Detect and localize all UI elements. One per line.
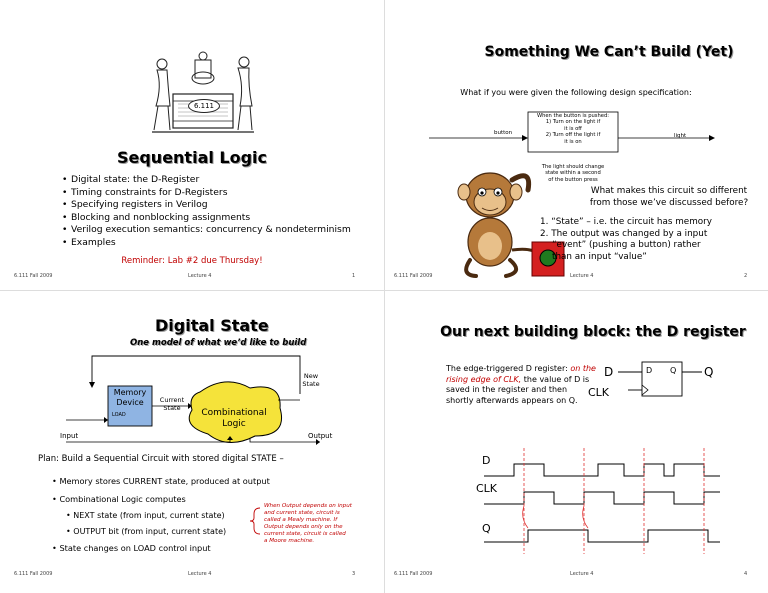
bullet-item: Blocking and nonblocking assignments bbox=[62, 212, 382, 225]
register-d-pin: D bbox=[646, 366, 653, 375]
footer-page: 4 bbox=[744, 571, 748, 577]
bullet-item: Examples bbox=[62, 237, 382, 250]
slide-1-title: Sequential Logic bbox=[116, 148, 268, 167]
comb-logic-label: Combinational Logic bbox=[201, 408, 267, 429]
spec-button-label: button bbox=[494, 130, 513, 136]
slide-4-title: Our next building block: the D register bbox=[440, 324, 746, 340]
footer-page: 2 bbox=[744, 273, 748, 279]
d-register-symbol bbox=[618, 361, 702, 397]
point-next: • NEXT state (from input, current state) bbox=[66, 511, 225, 520]
brace-icon bbox=[249, 507, 261, 535]
q-output-label: Q bbox=[704, 365, 714, 379]
bullet-item: Verilog execution semantics: concurrency… bbox=[62, 224, 382, 237]
spec-timing-note: The light should change state within a s… bbox=[541, 164, 605, 183]
spec-diagram bbox=[429, 111, 715, 153]
point-output: • OUTPUT bit (from input, current state) bbox=[66, 527, 227, 536]
spec-light-label: light bbox=[674, 133, 687, 139]
point-comb: • Combinational Logic computes bbox=[52, 494, 186, 504]
footer-course: 6.111 Fall 2009 bbox=[394, 273, 433, 279]
footer-lecture: Lecture 4 bbox=[188, 571, 212, 577]
footer-course: 6.111 Fall 2009 bbox=[14, 571, 53, 577]
footer-lecture: Lecture 4 bbox=[570, 571, 594, 577]
footer-lecture: Lecture 4 bbox=[188, 273, 212, 279]
footer-page: 1 bbox=[352, 273, 356, 279]
plan-text: Plan: Build a Sequential Circuit with st… bbox=[38, 454, 284, 464]
wave-d-label: D bbox=[482, 454, 491, 467]
slide-3: Digital State One model of what we’d lik… bbox=[0, 296, 384, 593]
footer-course: 6.111 Fall 2009 bbox=[394, 571, 433, 577]
logo-number: 6.111 bbox=[188, 99, 220, 113]
timing-diagram bbox=[484, 448, 720, 554]
mit-seal-logo-icon bbox=[152, 51, 254, 133]
bullet-item: Timing constraints for D-Registers bbox=[62, 187, 382, 200]
slide-4: Our next building block: the D register … bbox=[384, 296, 768, 593]
slide-1: 6.111 Sequential Logic Digital state: th… bbox=[0, 0, 384, 290]
slide-divider-vertical bbox=[384, 0, 385, 593]
reminder-text: Reminder: Lab #2 due Thursday! bbox=[121, 256, 263, 266]
d-input-label: D bbox=[604, 365, 614, 379]
mealy-moore-note: When Output depends on input and current… bbox=[264, 503, 352, 544]
wave-q-label: Q bbox=[482, 522, 491, 535]
footer-lecture: Lecture 4 bbox=[570, 273, 594, 279]
point-memory: • Memory stores CURRENT state, produced … bbox=[52, 476, 270, 486]
slide-1-bullets: Digital state: the D-Register Timing con… bbox=[62, 174, 382, 250]
slide-2-title: Something We Can’t Build (Yet) bbox=[484, 44, 734, 60]
monkey-illustration-icon bbox=[457, 172, 565, 278]
circuit-answers: 1. “State” – i.e. the circuit has memory… bbox=[540, 217, 712, 262]
register-q-pin: Q bbox=[670, 366, 677, 375]
wave-clk-label: CLK bbox=[476, 482, 498, 495]
current-state-label: Current State bbox=[159, 396, 185, 412]
bullet-item: Digital state: the D-Register bbox=[62, 174, 382, 187]
load-label: LOAD bbox=[112, 412, 126, 418]
spec-box-text: When the button is pushed: 1) Turn on th… bbox=[536, 113, 610, 145]
circuit-question: What makes this circuit so different fro… bbox=[589, 186, 749, 208]
footer-page: 3 bbox=[352, 571, 356, 577]
footer-course: 6.111 Fall 2009 bbox=[14, 273, 53, 279]
new-state-label: New State bbox=[302, 372, 320, 388]
slide-2: Something We Can’t Build (Yet) What if y… bbox=[384, 0, 768, 290]
spec-intro: What if you were given the following des… bbox=[460, 88, 692, 97]
memory-device-label: Memory Device bbox=[113, 388, 147, 407]
bullet-item: Specifying registers in Verilog bbox=[62, 199, 382, 212]
clk-input-label: CLK bbox=[588, 386, 610, 399]
input-label: Input bbox=[60, 432, 79, 440]
slide-3-subtitle: One model of what we’d like to build bbox=[130, 338, 307, 348]
point-load: • State changes on LOAD control input bbox=[52, 543, 211, 553]
d-register-description: The edge-triggered D register: on the ri… bbox=[446, 364, 596, 405]
slide-3-title: Digital State bbox=[155, 316, 269, 335]
output-label: Output bbox=[308, 432, 333, 440]
digital-state-diagram bbox=[66, 355, 320, 445]
